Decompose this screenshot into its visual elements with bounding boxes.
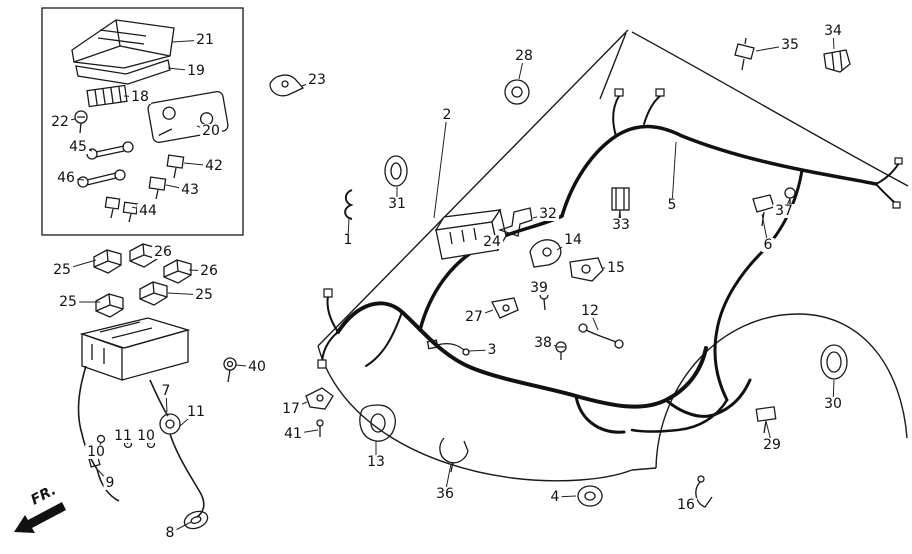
leader-line-6 bbox=[761, 213, 769, 246]
part-shape-41-screw bbox=[316, 419, 324, 437]
part-shape-22-bolt bbox=[74, 110, 88, 134]
main-fuse-box bbox=[79, 317, 191, 381]
leader-line-21 bbox=[171, 39, 206, 43]
leader-line-11 bbox=[179, 411, 197, 427]
leader-line-28 bbox=[518, 55, 525, 80]
leader-line-27 bbox=[473, 309, 494, 318]
leader-line-20 bbox=[196, 125, 212, 132]
harness-components bbox=[223, 37, 851, 508]
leader-line-42 bbox=[183, 162, 215, 167]
part-shape-34-connector bbox=[823, 49, 851, 73]
part-shape-39-bolt bbox=[539, 290, 549, 311]
leader-line-46 bbox=[65, 177, 85, 181]
part-shape-14-bracket bbox=[529, 239, 562, 268]
leader-line-3 bbox=[467, 349, 493, 352]
leader-line-26 bbox=[188, 269, 210, 272]
part-shape-10-bolt-2 bbox=[96, 434, 106, 444]
part-shape-23-bracket bbox=[269, 74, 305, 97]
inset-box-frame bbox=[41, 7, 244, 236]
part-shape-28-grommet bbox=[504, 79, 530, 105]
leader-line-40 bbox=[235, 364, 258, 368]
leader-line-17 bbox=[290, 401, 308, 410]
wiring-harness bbox=[317, 88, 903, 434]
leader-line-44 bbox=[131, 206, 149, 212]
part-shape-7-sensor bbox=[159, 413, 181, 435]
leader-line-19 bbox=[167, 67, 197, 72]
part-shape-3-sub-wire bbox=[426, 339, 470, 356]
part-shape-30-grommet-ring bbox=[820, 344, 848, 380]
leader-line-33 bbox=[619, 210, 622, 226]
leader-line-26 bbox=[151, 250, 164, 253]
part-shape-29-clip bbox=[755, 406, 777, 434]
part-shape-44-clips bbox=[104, 196, 139, 223]
fr-arrow-shape bbox=[14, 502, 66, 533]
part-shape-16-hook-clip bbox=[695, 475, 713, 508]
harness-connectors bbox=[317, 88, 903, 369]
part-shape-45-bracket bbox=[86, 141, 134, 160]
relay-cluster bbox=[93, 243, 192, 318]
leader-line-36 bbox=[444, 463, 452, 495]
car-body-outline bbox=[317, 29, 909, 482]
leader-line-29 bbox=[765, 420, 773, 446]
leader-line-22 bbox=[59, 118, 76, 123]
part-shape-17-bracket bbox=[305, 387, 334, 410]
part-shape-38-bolt bbox=[555, 341, 567, 360]
leader-line-7 bbox=[165, 390, 168, 413]
part-shape-40-bolt bbox=[223, 357, 237, 383]
part-shape-15-bracket bbox=[569, 257, 604, 282]
part-shape-32-bracket bbox=[497, 207, 533, 237]
leader-line-43 bbox=[165, 184, 191, 191]
fuse-relay-inset-box bbox=[41, 7, 244, 236]
part-shape-43-clip bbox=[148, 176, 167, 200]
leader-line-16 bbox=[685, 499, 698, 506]
part-shape-19-relay-base bbox=[75, 59, 171, 85]
leader-line-38 bbox=[542, 342, 558, 347]
part-shape-27-bracket bbox=[491, 297, 519, 319]
part-shape-21-relay-cover bbox=[71, 19, 175, 69]
part-shape-13-grommet-bracket bbox=[359, 404, 396, 442]
leader-line-4 bbox=[554, 495, 577, 498]
leader-line-2 bbox=[433, 114, 448, 219]
leader-line-35 bbox=[755, 44, 791, 52]
part-shape-31-grommet-ring bbox=[384, 155, 408, 187]
leader-line-34 bbox=[832, 30, 835, 50]
leader-line-23 bbox=[301, 79, 318, 87]
leader-line-12 bbox=[589, 310, 599, 331]
fr-label: FR. bbox=[28, 482, 58, 508]
part-shape-20-mount-plate bbox=[147, 91, 229, 143]
part-shape-35-clip bbox=[734, 37, 755, 71]
part-shape-24-engine-fuse-box bbox=[434, 208, 507, 260]
leader-line-32 bbox=[532, 213, 549, 219]
leader-line-10 bbox=[95, 442, 102, 453]
part-shape-9-connector bbox=[88, 456, 101, 468]
part-shape-1-clip bbox=[344, 189, 354, 220]
part-shape-46-bracket bbox=[77, 169, 126, 188]
part-shape-8-grommet bbox=[183, 510, 209, 530]
leader-line-41 bbox=[292, 429, 319, 435]
part-shape-4-grommet bbox=[577, 485, 603, 507]
fr-direction-arrow: FR. bbox=[14, 482, 66, 533]
leader-line-25 bbox=[61, 259, 97, 271]
leader-line-1 bbox=[347, 217, 350, 241]
part-shape-36-hook-clip bbox=[439, 437, 469, 473]
leader-line-25 bbox=[167, 292, 205, 296]
leader-line-5 bbox=[671, 141, 677, 206]
leader-line-30 bbox=[832, 379, 835, 405]
part-shape-18-fuse-block bbox=[86, 84, 128, 108]
part-shape-12-sub-wire bbox=[578, 323, 624, 349]
part-shape-42-clip bbox=[166, 154, 185, 179]
